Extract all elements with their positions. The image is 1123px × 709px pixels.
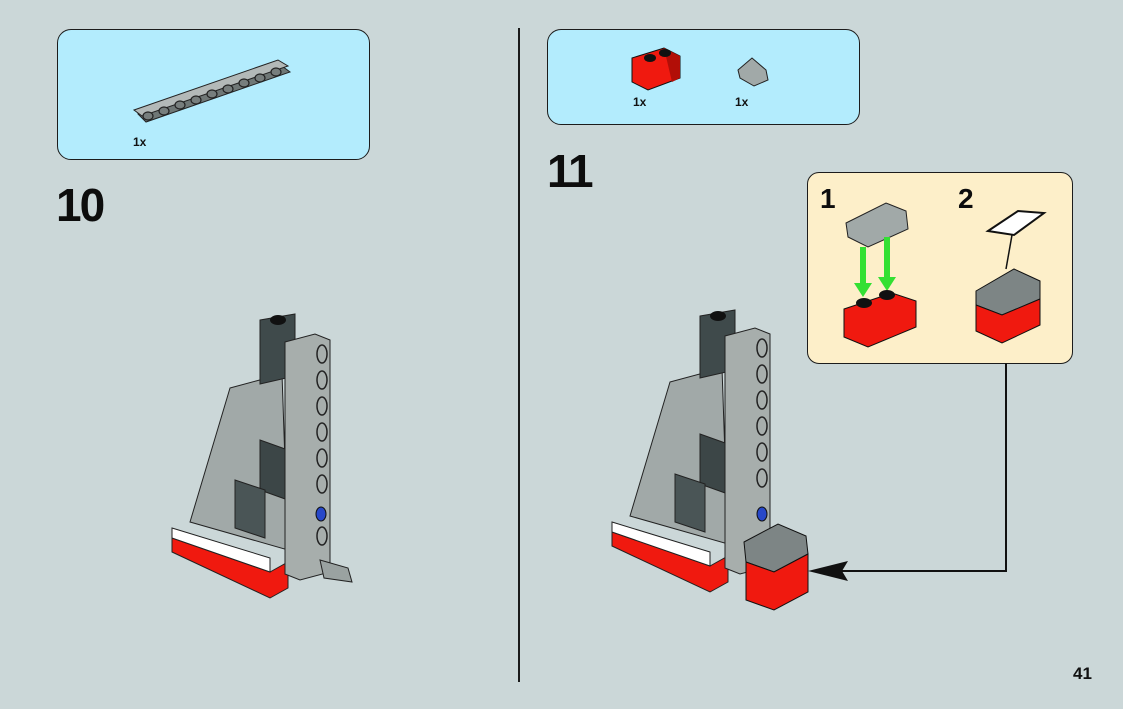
part-quantity: 1x: [735, 95, 749, 109]
technic-beam-part-icon: [132, 59, 292, 123]
step-11-model-illustration: [611, 309, 809, 611]
callout-arrow: [808, 363, 1007, 581]
sub-step-2-illustration: [975, 209, 1047, 344]
red-brick-part-icon: [631, 47, 681, 91]
sub-step-1-illustration: [843, 202, 917, 348]
step-number: 10: [56, 179, 105, 231]
part-quantity: 1x: [633, 95, 647, 109]
sub-assembly-box: 1 2: [807, 172, 1073, 364]
part-quantity: 1x: [133, 135, 147, 149]
step-10-model-illustration: [171, 313, 353, 599]
step-11-parts-box: 1x 1x: [547, 29, 860, 125]
gray-slope-part-icon: [737, 57, 769, 87]
sub-step-number: 2: [958, 183, 974, 214]
step-number: 11: [547, 145, 594, 197]
step-divider: [518, 28, 520, 682]
sub-step-number: 1: [820, 183, 836, 214]
page-number: 41: [1073, 664, 1092, 683]
step-10-parts-box: 1x: [57, 29, 370, 160]
